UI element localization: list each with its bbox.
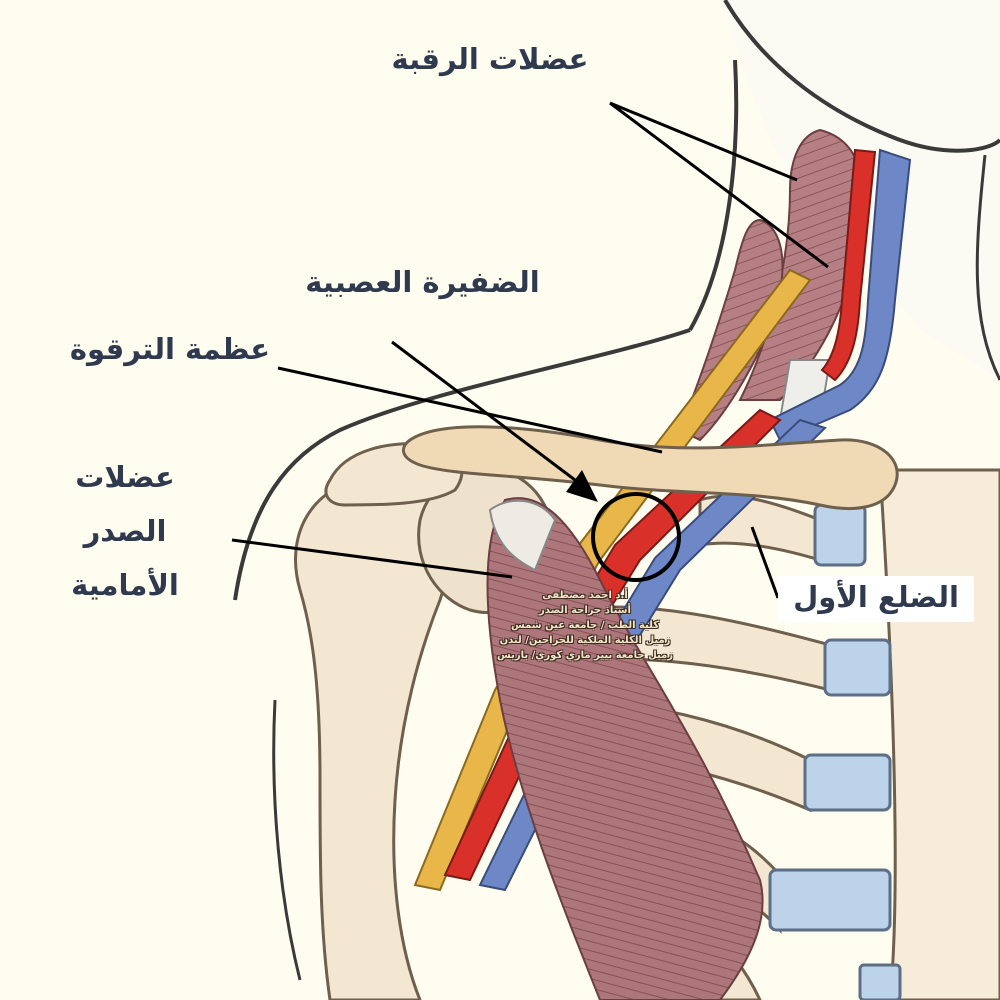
costal-cartilages: [768, 503, 902, 1000]
shoulder-outline: [233, 328, 691, 601]
leader-neck-1: [609, 101, 798, 182]
jaw-outline: [723, 0, 1000, 153]
credit-line: أ.د احمد مصطفى: [542, 590, 628, 601]
carotid-artery: [820, 148, 877, 382]
clavicle: [402, 425, 899, 510]
leader-rib: [750, 526, 780, 599]
neck-outline: [688, 59, 739, 331]
neck-outline-right: [975, 154, 1000, 381]
jugular-vein: [768, 148, 912, 442]
pectoralis-minor: [486, 497, 764, 1000]
credit-line: كلية الطب / جامعة عين شمس: [510, 620, 660, 631]
label-neck-muscles: عضلات الرقبة: [391, 42, 589, 76]
label-brachial-plexus: الضفيرة العصبية: [305, 265, 540, 299]
leader-clavicle: [277, 366, 663, 454]
leader-plexus: [391, 340, 576, 482]
credit-line: زميل جامعة بيير ماري كوري/ باريس: [496, 650, 674, 661]
sternum: [878, 468, 1000, 1000]
pectoralis-tendon: [488, 499, 557, 572]
leader-neck-2: [609, 101, 829, 269]
credit-line: زميل الكلية الملكية للجراحين/ لندن: [499, 635, 671, 646]
leader-lines: [231, 101, 829, 599]
plexus-arrowhead: [566, 470, 598, 502]
label-pectoral-muscles: عضلات الصدر الأمامية: [71, 460, 179, 602]
compression-circle: [591, 492, 681, 582]
credit-line: أستاذ جراحة الصدر: [539, 605, 631, 616]
arm-outline: [272, 699, 302, 981]
author-credit: أ.د احمد مصطفى أستاذ جراحة الصدر كلية ال…: [465, 588, 705, 663]
label-first-rib: الضلع الأول: [778, 576, 974, 622]
label-clavicle: عظمة الترقوة: [69, 332, 271, 366]
leader-pectoral: [231, 538, 513, 579]
